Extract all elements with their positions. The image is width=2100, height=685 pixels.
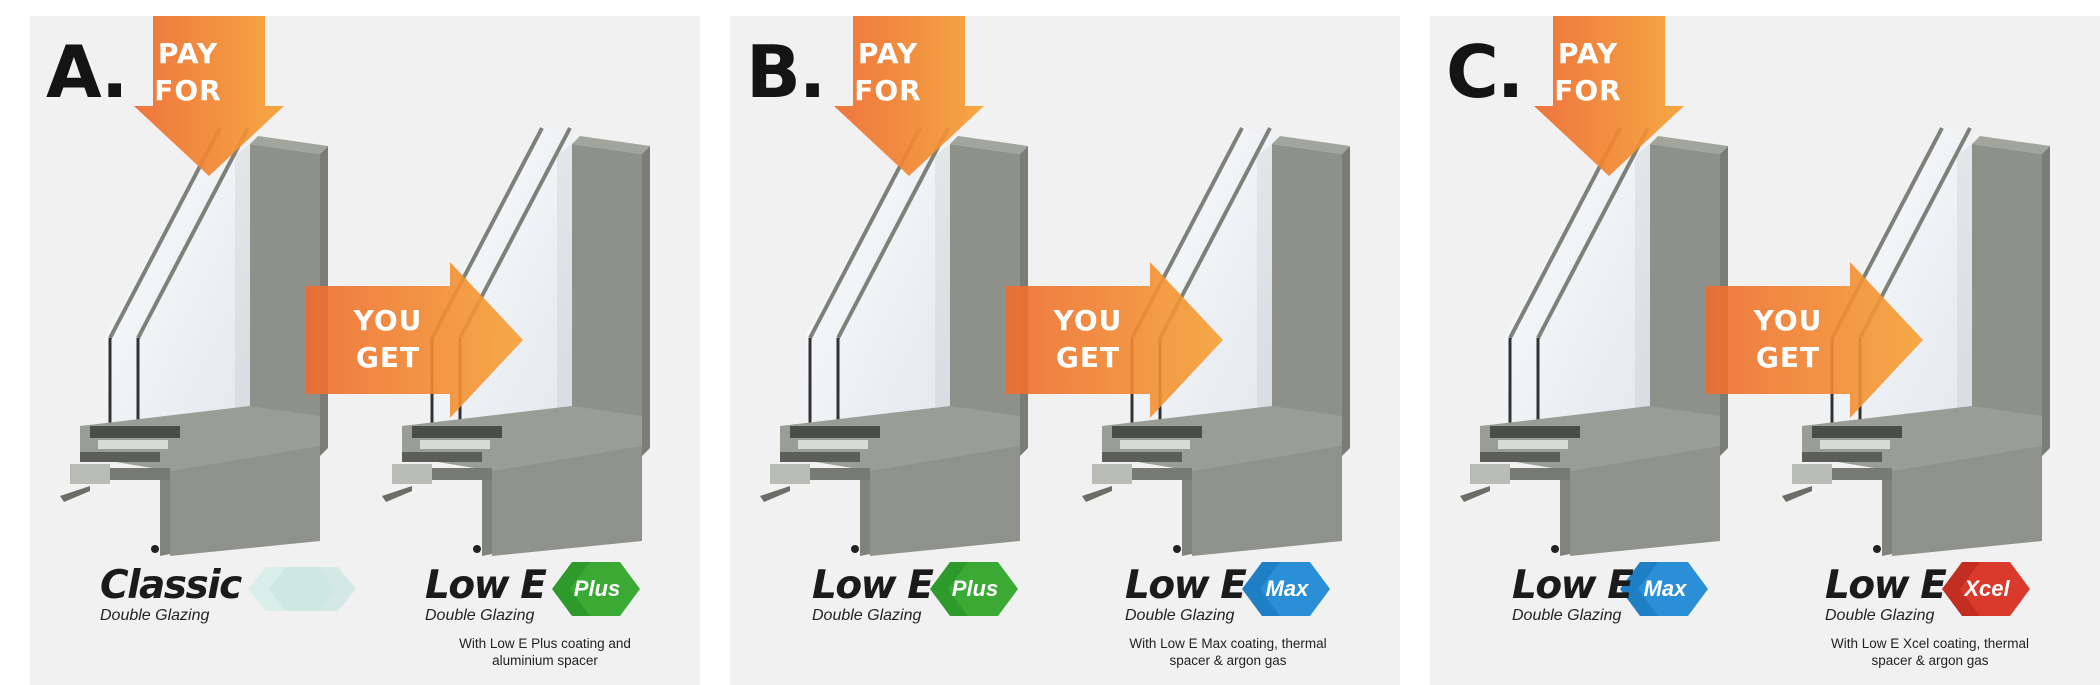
pay-product: Classic Double Glazing [100,563,242,625]
you-get-arrow [306,262,523,418]
you-get-label: YOU GET [1753,304,1823,374]
pay-product-name: Low E [1512,563,1634,608]
pay-window-icon [758,124,1030,558]
pay-window-icon [58,124,330,558]
max-badge-icon [1620,562,1708,616]
pay-badge-label: Max [1643,576,1687,601]
get-product: Low E Double Glazing [1125,563,1247,625]
panel-c: C. PAY FOR YOU GET Low E Double Glazing … [1430,16,2100,685]
get-product-sub: Double Glazing [425,607,535,624]
get-badge: Plus [552,551,642,627]
get-badge: Xcel [1942,551,2032,627]
panel-b: B. PAY FOR YOU GET Low E Double Glazing … [730,16,1400,685]
pay-for-arrow [134,16,284,176]
pay-for-arrow [1534,16,1684,176]
get-product-name: Low E [425,563,547,608]
pay-product-name: Low E [812,563,934,608]
get-badge-label: Max [1265,576,1309,601]
plus-badge-icon [930,562,1018,616]
xcel-badge-icon [1942,562,2030,616]
option-letter: C. [1446,30,1524,114]
pay-product-sub: Double Glazing [1512,607,1622,624]
get-product-sub: Double Glazing [1825,607,1935,624]
option-letter: A. [46,30,128,114]
pay-for-label: PAY FOR [1554,37,1622,107]
get-product: Low E Double Glazing [1825,563,1947,625]
panel-c-illustration [1458,16,2052,616]
get-product-name: Low E [1825,563,1947,608]
option-letter: B. [746,30,826,114]
pay-product-sub: Double Glazing [812,607,922,624]
plus-badge-icon [552,562,640,616]
get-product: Low E Double Glazing [425,563,547,625]
you-get-arrow [1706,262,1923,418]
get-badge-label: Xcel [1964,576,2010,601]
get-product-name: Low E [1125,563,1247,608]
pay-for-label: PAY FOR [854,37,922,107]
pay-window-icon [1458,124,1730,558]
pay-for-label: PAY FOR [154,37,222,107]
you-get-arrow [1006,262,1223,418]
panel-b-illustration [758,16,1352,616]
classic-badge-icon [248,567,356,611]
get-badge: Max [1242,551,1332,627]
pay-product: Low E Double Glazing [812,563,934,625]
pay-badge-label: Plus [951,576,999,601]
panel-a-illustration [58,16,652,616]
get-product-description: With Low E Xcel coating, thermal spacer … [1830,636,2030,668]
get-product-description: With Low E Max coating, thermal spacer &… [1129,636,1327,668]
you-get-label: YOU GET [353,304,423,374]
pay-for-arrow [834,16,984,176]
panel-a: A. PAY FOR YOU GET Classic Double Glazin… [30,16,700,685]
pay-product-name: Classic [100,563,242,608]
get-product-description: With Low E Plus coating and aluminium sp… [459,636,631,668]
you-get-label: YOU GET [1053,304,1123,374]
get-badge-label: Plus [573,576,621,601]
get-product-sub: Double Glazing [1125,607,1235,624]
pay-product-sub: Double Glazing [100,607,210,624]
pay-product: Low E Double Glazing [1512,563,1634,625]
pay-badge: Plus [930,551,1020,627]
max-badge-icon [1242,562,1330,616]
pay-badge: Max [1620,551,1710,627]
